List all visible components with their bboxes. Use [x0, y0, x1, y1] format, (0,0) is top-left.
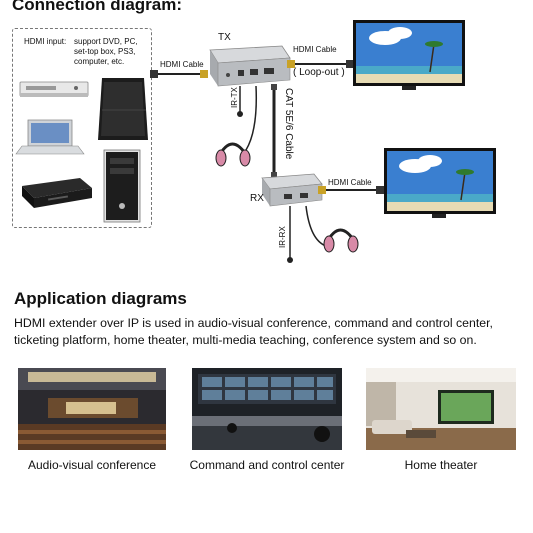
hdmi-plug-icon: [376, 186, 384, 194]
audio-visual-conference-photo: [18, 368, 166, 450]
rx-label: RX: [250, 193, 264, 204]
command-control-center-photo: [192, 368, 342, 450]
connection-diagram-graphic: [0, 0, 533, 285]
hdmi-plug-icon: [150, 70, 158, 78]
tx-device-icon: [210, 46, 290, 86]
loop-out-label: ( Loop-out ): [293, 67, 345, 78]
tx-label: TX: [218, 32, 231, 43]
rx-device-icon: [262, 174, 322, 206]
top-tv-icon: [353, 20, 465, 90]
rj45-plug-icon: [271, 84, 277, 90]
application-description: HDMI extender over IP is used in audio-v…: [14, 315, 533, 349]
ir-tx-label: IR-TX: [230, 87, 239, 108]
caption-audio-visual: Audio-visual conference: [18, 458, 166, 472]
rx-audio-cable-line: [306, 206, 326, 246]
hdmi-cable-in-label: HDMI Cable: [160, 60, 204, 69]
hdmi-plug-icon: [318, 186, 326, 194]
hdmi-cable-rx-label: HDMI Cable: [328, 178, 372, 187]
cat-cable-label: CAT 5E/6 Cable: [283, 88, 294, 159]
bottom-tv-icon: [384, 148, 496, 218]
ir-rx-label: IR-RX: [278, 226, 287, 248]
tx-audio-cable-line: [246, 86, 256, 150]
hdmi-plug-icon: [346, 60, 354, 68]
caption-home-theater: Home theater: [366, 458, 516, 472]
ir-rx-sensor-icon: [287, 257, 293, 263]
home-theater-photo: [366, 368, 516, 450]
ir-tx-sensor-icon: [237, 111, 243, 117]
hdmi-plug-icon: [200, 70, 208, 78]
caption-command-control: Command and control center: [180, 458, 354, 472]
hdmi-cable-out-label: HDMI Cable: [293, 45, 337, 54]
headphones-icon: [216, 144, 250, 166]
headphones-icon: [324, 230, 358, 252]
application-title: Application diagrams: [14, 289, 187, 309]
